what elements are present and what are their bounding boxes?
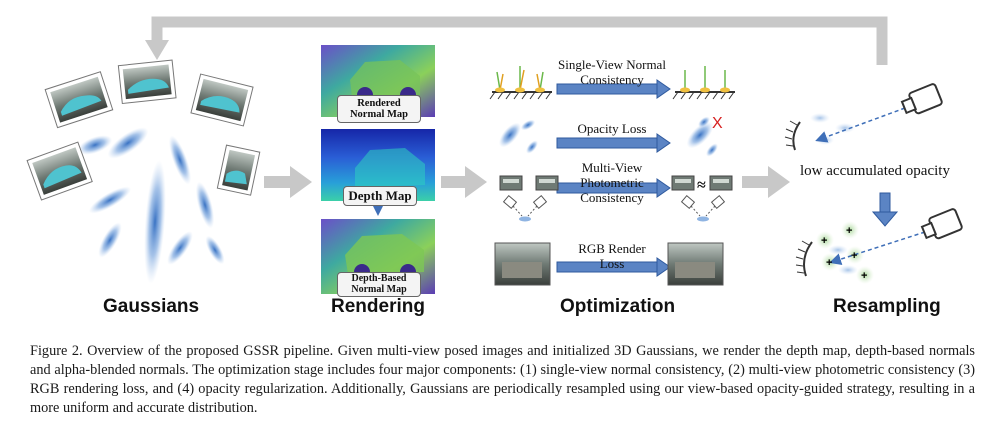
opacity-loss-text: Opacity Loss <box>577 121 647 136</box>
pipeline-figure: X ≈ + + + + + Rendered Normal Map Depth … <box>26 16 963 317</box>
camera-icon <box>920 208 963 240</box>
normal-map-text: Rendered Normal Map <box>349 98 409 121</box>
stage-label-gaussians: Gaussians <box>103 296 200 317</box>
multi-view-patches <box>499 175 733 191</box>
plus-marker: + <box>846 225 852 237</box>
rgb-render-photos <box>494 242 724 286</box>
depth-map-label: Depth Map <box>343 186 417 206</box>
plus-marker: + <box>851 250 857 262</box>
gaussians-cluster <box>77 127 225 284</box>
feedback-arrow <box>145 16 888 65</box>
camera-icon <box>502 195 726 222</box>
approx-symbol: ≈ <box>697 177 706 194</box>
multi-view-label: Multi-View Photometric Consistency <box>572 160 652 205</box>
camera-icon <box>900 83 943 115</box>
stage-arrows <box>264 166 790 198</box>
resampling-before <box>784 107 906 151</box>
multi-view-text: Multi-View Photometric Consistency <box>580 160 644 205</box>
opacity-loss-label: Opacity Loss <box>552 121 672 136</box>
normal-map-label: Rendered Normal Map <box>337 95 421 124</box>
photo-thumbnail-icon <box>26 59 261 201</box>
opacity-loss-blobs <box>498 116 718 157</box>
stage-label-rendering: Rendering <box>331 296 425 317</box>
cross-mark: X <box>712 115 723 132</box>
stage-label-optimization: Optimization <box>560 296 676 317</box>
low-opacity-label: low accumulated opacity <box>800 164 950 179</box>
depth-normal-map-text: Depth-Based Normal Map <box>351 273 407 295</box>
plus-marker: + <box>826 257 832 269</box>
surface-normal-icon <box>489 66 552 100</box>
low-opacity-text: low accumulated opacity <box>800 163 950 179</box>
resampling-after <box>795 221 926 284</box>
depth-map-text: Depth Map <box>348 188 412 203</box>
rgb-loss-text: RGB Render Loss <box>578 241 646 271</box>
rgb-loss-label: RGB Render Loss <box>572 241 652 271</box>
optimization-arrows <box>556 79 671 277</box>
plus-marker: + <box>821 235 827 247</box>
single-view-label: Single-View Normal Consistency <box>552 57 672 87</box>
stage-label-resampling: Resampling <box>833 296 941 317</box>
surface-normal-icon <box>672 66 735 100</box>
depth-normal-map-label: Depth-Based Normal Map <box>337 272 421 297</box>
figure-caption: Figure 2. Overview of the proposed GSSR … <box>30 343 975 416</box>
single-view-text: Single-View Normal Consistency <box>558 57 666 87</box>
resample-down-arrow <box>871 192 899 227</box>
plus-marker: + <box>861 270 867 282</box>
